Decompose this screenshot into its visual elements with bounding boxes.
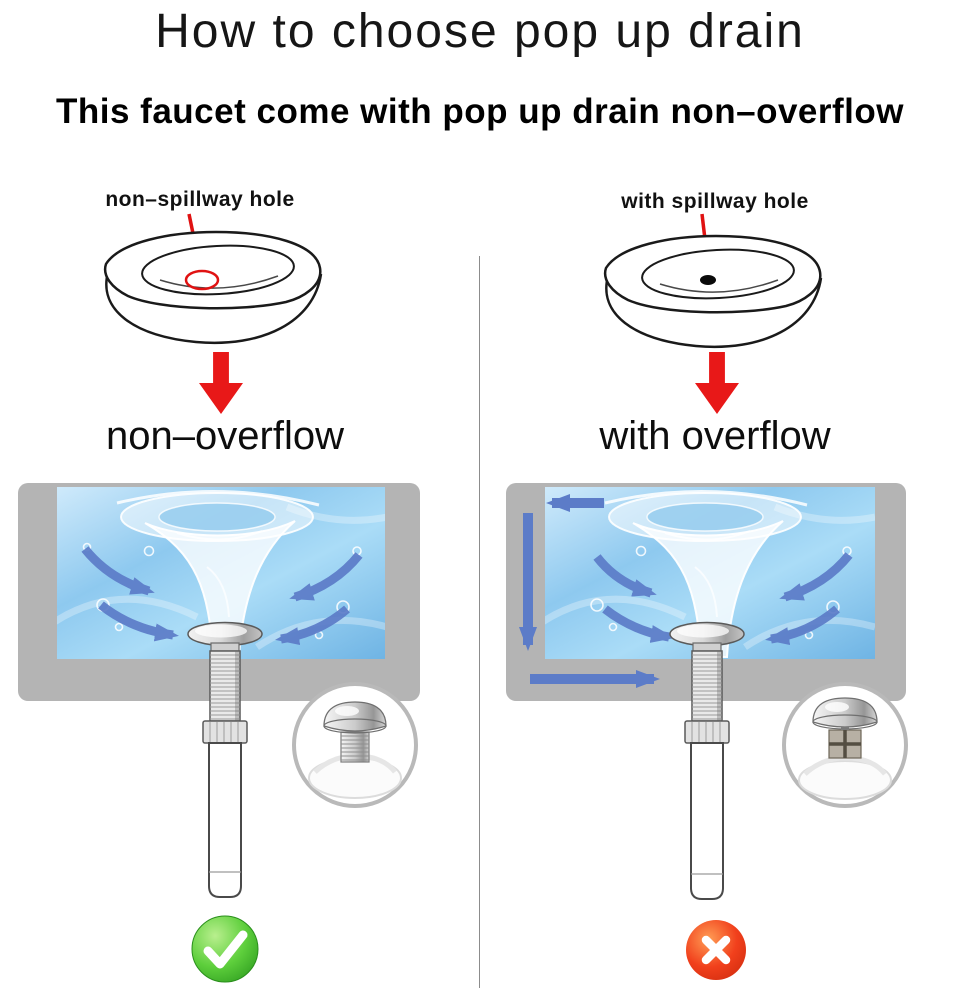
- page-subtitle: This faucet come with pop up drain non–o…: [56, 92, 904, 131]
- flow-label-left: non–overflow: [106, 414, 344, 458]
- sink-with-spillway-illustration: [603, 234, 823, 349]
- overflow-path-arrows: [519, 494, 660, 688]
- sink-non-spillway-illustration: [103, 230, 323, 345]
- swirl-arrows-right: [593, 552, 853, 646]
- column-divider: [479, 256, 480, 988]
- flow-label-right: with overflow: [599, 414, 831, 458]
- spillway-hole-mark: [700, 275, 716, 285]
- drain-closeup-non-overflow: [292, 682, 418, 808]
- water-vortex-image-left: [57, 487, 385, 659]
- pop-up-drain-overflow-illustration: [669, 621, 745, 900]
- hole-label-left: non–spillway hole: [105, 188, 295, 211]
- swirl-arrows-left: [81, 546, 363, 646]
- water-vortex-image-right: [545, 487, 875, 659]
- bubbles: [82, 542, 362, 640]
- check-icon: [191, 915, 259, 983]
- non-spillway-mark: [184, 269, 220, 291]
- red-down-arrow-icon: [199, 352, 243, 414]
- pop-up-drain-non-overflow-illustration: [187, 621, 263, 898]
- drain-closeup-overflow: [782, 682, 908, 808]
- x-icon: [686, 920, 746, 980]
- page-title: How to choose pop up drain: [155, 5, 805, 58]
- red-down-arrow-icon: [695, 352, 739, 414]
- hole-label-right: with spillway hole: [621, 190, 809, 213]
